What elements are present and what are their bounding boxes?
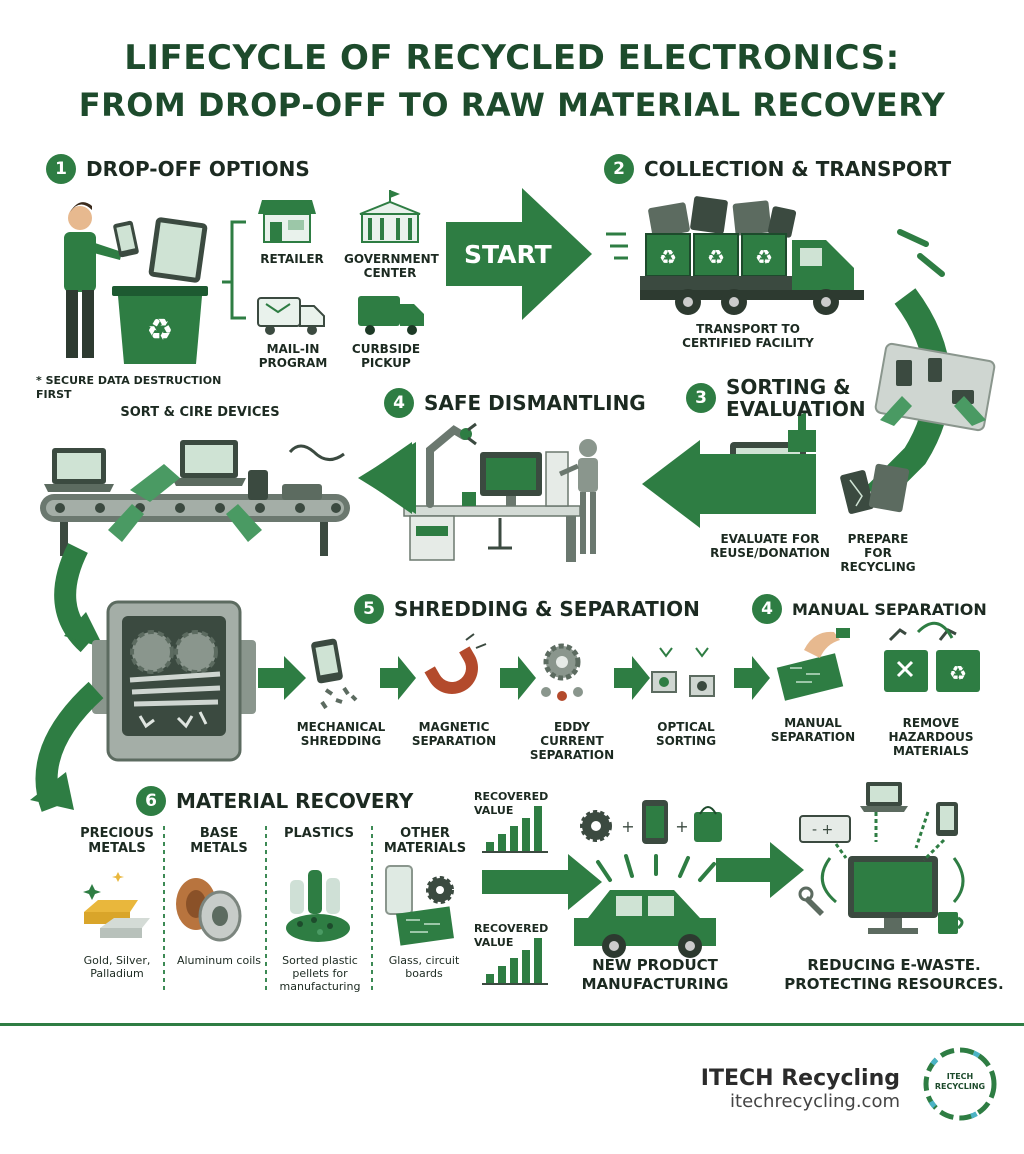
- broken-devices-icon: [840, 463, 910, 514]
- step2-header: 2 COLLECTION & TRANSPORT: [604, 154, 951, 184]
- svg-text:+: +: [675, 817, 688, 836]
- car-icon: [574, 890, 716, 958]
- recovered-value-label-bottom: RECOVERED VALUE: [474, 922, 549, 949]
- step3-badge: 3: [686, 383, 716, 413]
- column-precious-metals-head: PRECIOUS METALS: [80, 826, 154, 856]
- products-icon: + +: [580, 800, 722, 882]
- government-building-icon: [359, 190, 421, 243]
- step1-header: 1 DROP-OFF OPTIONS: [46, 154, 310, 184]
- stage-magnetic-separation: MAGNETIC SEPARATION: [411, 720, 497, 748]
- stage-eddy-current-separation: EDDY CURRENT SEPARATION: [529, 720, 615, 762]
- svg-text:♻: ♻: [707, 245, 725, 269]
- gear-icon: [541, 643, 583, 701]
- person-icon: [64, 202, 139, 358]
- step6-title: MATERIAL RECOVERY: [176, 789, 414, 813]
- aluminum-coils-icon: [176, 878, 242, 942]
- option-mail-in-program: MAIL-IN PROGRAM: [258, 342, 328, 370]
- step5-badge: 5: [354, 594, 384, 624]
- evaluate-label: EVALUATE FOR REUSE/DONATION: [710, 532, 830, 560]
- new-product-label: NEW PRODUCT MANUFACTURING: [581, 956, 729, 993]
- conveyor-belt-icon: [40, 440, 350, 556]
- column-other-materials-head: OTHER MATERIALS: [383, 826, 467, 856]
- item-remove-hazardous: REMOVE HAZARDOUS MATERIALS: [888, 716, 974, 758]
- step4a-title: SAFE DISMANTLING: [424, 391, 646, 415]
- step6-header: 6 MATERIAL RECOVERY: [136, 786, 413, 816]
- recycling-truck-icon: ♻ ♻ ♻: [606, 196, 864, 315]
- computer-loop-icon: - +: [798, 782, 965, 934]
- curbside-truck-icon: [358, 296, 424, 335]
- option-curbside-pickup: CURBSIDE PICKUP: [351, 342, 421, 370]
- glass-circuit-icon: [385, 865, 454, 946]
- phone-fragments-icon: [311, 638, 358, 710]
- transport-caption: TRANSPORT TO CERTIFIED FACILITY: [682, 322, 814, 350]
- robot-workstation-icon: [403, 422, 598, 562]
- gold-bars-icon: [83, 872, 150, 938]
- plastic-pellets-icon: [286, 870, 350, 942]
- svg-text:♻: ♻: [147, 313, 174, 348]
- data-destruction-note: * SECURE DATA DESTRUCTION FIRST: [36, 374, 222, 401]
- footer-divider: [0, 1023, 1024, 1026]
- column-other-materials-desc: Glass, circuit boards: [388, 954, 460, 980]
- step6-badge: 6: [136, 786, 166, 816]
- stage-optical-sorting: OPTICAL SORTING: [655, 720, 717, 748]
- svg-text:♻: ♻: [659, 245, 677, 269]
- closing-slogan: REDUCING E-WASTE. PROTECTING RESOURCES.: [784, 956, 1004, 993]
- column-precious-metals-desc: Gold, Silver, Palladium: [83, 954, 151, 980]
- step4b-badge: 4: [752, 594, 782, 624]
- recovered-value-label-top: RECOVERED VALUE: [474, 790, 549, 817]
- start-arrow: [446, 188, 592, 320]
- hand-circuit-board-icon: [776, 628, 850, 701]
- optical-sorting-icon: [651, 647, 715, 697]
- brand-url[interactable]: itechrecycling.com: [730, 1091, 900, 1112]
- tablet-icon: [148, 217, 208, 283]
- svg-text:+: +: [621, 817, 634, 836]
- sort-devices-label: SORT & CIRE DEVICES: [120, 405, 280, 420]
- brand-name: ITECH Recycling: [700, 1066, 900, 1091]
- step4b-header: 4 MANUAL SEPARATION: [752, 594, 987, 624]
- bar-chart-icon-top: [482, 806, 548, 853]
- step5-header: 5 SHREDDING & SEPARATION: [354, 594, 700, 624]
- itech-logo-icon: [923, 1047, 997, 1121]
- column-base-metals-desc: Aluminum coils: [176, 954, 262, 967]
- arrow-to-conveyor: [358, 442, 416, 514]
- stage-mechanical-shredding: MECHANICAL SHREDDING: [296, 720, 386, 748]
- step1-badge: 1: [46, 154, 76, 184]
- step3-title: SORTING & EVALUATION: [726, 375, 866, 421]
- column-plastics-head: PLASTICS: [283, 826, 355, 841]
- recycling-bin-icon: ♻: [112, 286, 208, 364]
- svg-text:- +: - +: [812, 822, 833, 838]
- svg-text:♻: ♻: [755, 245, 773, 269]
- store-icon: [258, 200, 316, 243]
- item-manual-separation: MANUAL SEPARATION: [770, 716, 856, 744]
- shredder-icon: [92, 600, 256, 762]
- step2-badge: 2: [604, 154, 634, 184]
- sorting-tray-icon: [874, 342, 996, 432]
- title-line-2: FROM DROP-OFF TO RAW MATERIAL RECOVERY: [78, 86, 946, 124]
- magnet-icon: [424, 633, 487, 694]
- step4b-title: MANUAL SEPARATION: [792, 599, 987, 619]
- start-label: START: [464, 240, 552, 269]
- option-retailer: RETAILER: [260, 252, 324, 266]
- step3-header: 3 SORTING & EVALUATION: [686, 376, 876, 420]
- mail-truck-icon: [257, 297, 325, 335]
- step5-title: SHREDDING & SEPARATION: [394, 597, 700, 621]
- column-base-metals-head: BASE METALS: [190, 826, 248, 856]
- step1-title: DROP-OFF OPTIONS: [86, 157, 310, 181]
- hazardous-bins-icon: ♻: [884, 621, 980, 692]
- column-plastics-desc: Sorted plastic pellets for manufacturing: [279, 954, 361, 993]
- step4a-badge: 4: [384, 388, 414, 418]
- brand-block: ITECH Recycling itechrecycling.com: [701, 1066, 900, 1112]
- prepare-label: PREPARE FOR RECYCLING: [840, 532, 916, 574]
- step2-title: COLLECTION & TRANSPORT: [644, 157, 952, 181]
- svg-text:♻: ♻: [949, 661, 967, 685]
- step4a-header: 4 SAFE DISMANTLING: [384, 388, 646, 418]
- option-government-center: GOVERNMENT CENTER: [344, 252, 439, 280]
- bar-chart-icon-bottom: [482, 938, 548, 985]
- arrow-to-dismantling: [642, 440, 816, 528]
- logo-text: ITECH RECYCLING: [934, 1072, 986, 1091]
- title-line-1: LIFECYCLE OF RECYCLED ELECTRONICS:: [124, 38, 900, 78]
